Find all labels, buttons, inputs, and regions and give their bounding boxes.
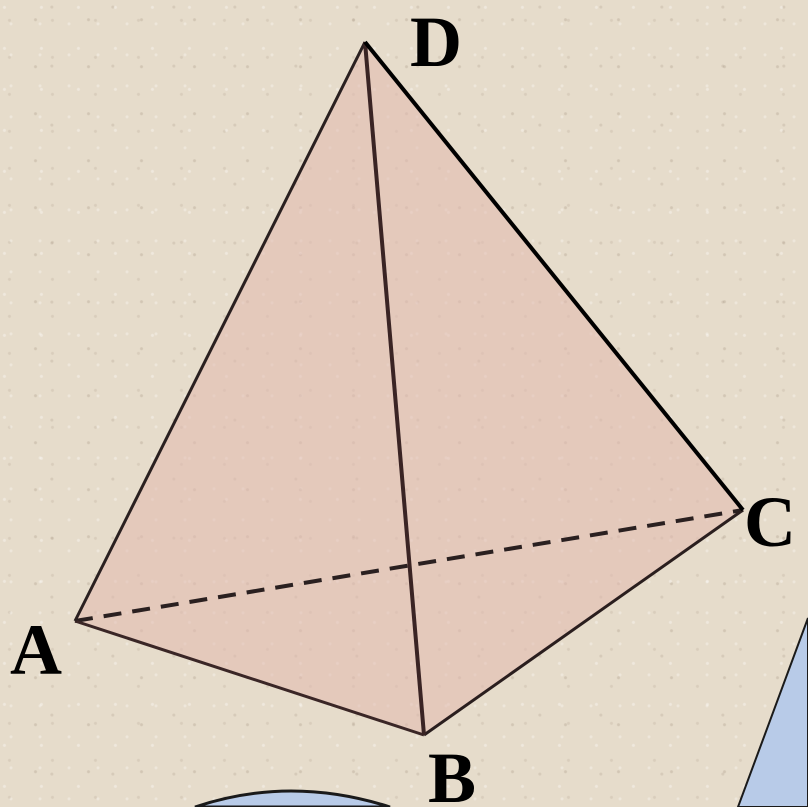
edge-ad: [73, 41, 367, 622]
edge-bc: [423, 508, 744, 737]
edge-ac: [74, 508, 744, 623]
vertex-label-b: B: [428, 738, 477, 807]
decor-bottom-arc: [194, 789, 391, 807]
vertex-label-d: D: [410, 2, 462, 82]
face-bcd: [365, 42, 743, 735]
vertex-label-c: C: [744, 482, 796, 562]
vertex-label-a: A: [10, 610, 62, 690]
face-abd: [75, 42, 424, 735]
edge-bd: [363, 41, 426, 736]
edge-ab: [74, 619, 425, 737]
edge-cd: [363, 40, 745, 512]
decor-right-wedge: [736, 617, 808, 807]
